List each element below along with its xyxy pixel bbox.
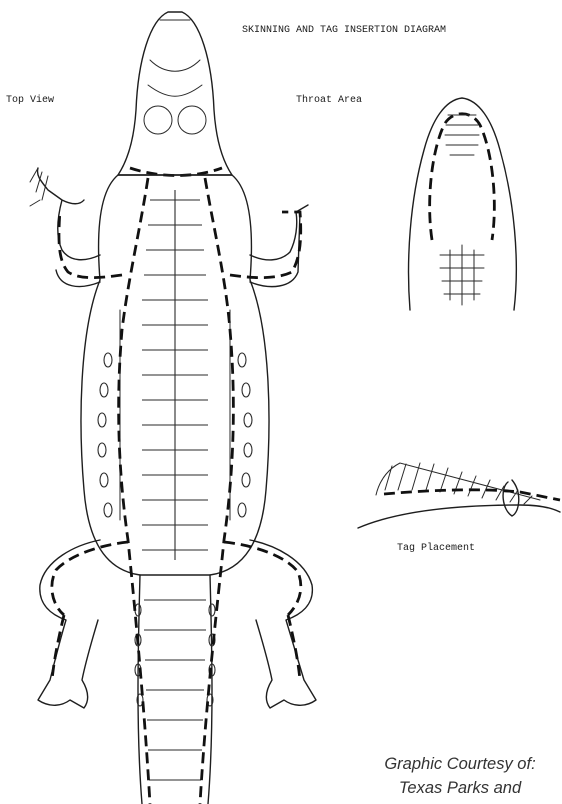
alligator-top-view	[30, 12, 316, 804]
alligator-head	[118, 12, 232, 175]
diagram-title: SKINNING AND TAG INSERTION DIAGRAM	[242, 25, 446, 36]
label-top-view: Top View	[6, 95, 54, 106]
left-eye	[144, 106, 172, 134]
dorsal-scutes	[120, 190, 230, 780]
tag-loop	[503, 480, 519, 516]
tail-scales	[376, 463, 540, 504]
head-ridges	[148, 20, 202, 96]
tail-edge	[358, 505, 560, 528]
throat-cut-line	[430, 114, 495, 240]
right-back-leg	[250, 540, 316, 708]
tag-placement-illustration	[358, 463, 560, 528]
right-eye	[178, 106, 206, 134]
label-tag-placement: Tag Placement	[397, 543, 475, 554]
credit-line-2: Texas Parks and	[360, 776, 560, 800]
skinning-cut-lines	[52, 178, 301, 804]
throat-belly-scales	[440, 245, 484, 305]
left-front-claws	[30, 168, 48, 206]
throat-pattern	[445, 115, 479, 155]
left-front-leg	[37, 168, 100, 286]
credit-block: Graphic Courtesy of: Texas Parks and	[360, 752, 560, 800]
left-back-leg	[38, 540, 100, 708]
label-throat-area: Throat Area	[296, 95, 362, 106]
throat-area-illustration	[409, 98, 517, 310]
credit-line-1: Graphic Courtesy of:	[360, 752, 560, 776]
